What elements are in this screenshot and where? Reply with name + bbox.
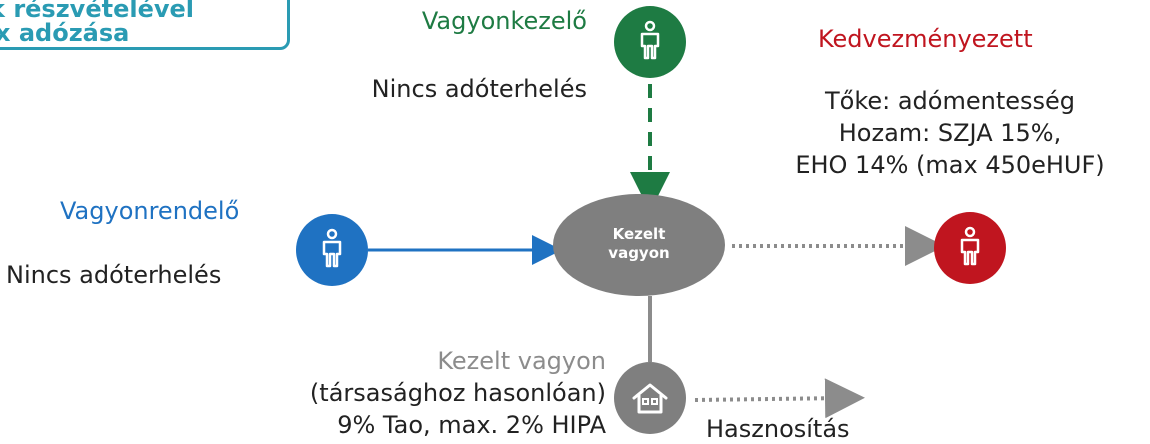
managed-assets-title: Kezelt vagyon <box>437 347 606 375</box>
settlor-title: Vagyonrendelő <box>60 197 240 225</box>
house-node <box>614 362 686 434</box>
house-to-utilization-arrow <box>694 378 865 419</box>
title-line-2: x adózása <box>0 19 130 47</box>
beneficiary-title: Kedvezményezett <box>818 25 1033 53</box>
manager-node <box>614 6 686 78</box>
title-line-1: k részvételével <box>0 0 195 23</box>
managed-assets-line-2: vagyon <box>608 244 670 262</box>
person-icon <box>640 20 660 60</box>
person-icon <box>960 226 980 266</box>
managed-assets-desc-2: 9% Tao, max. 2% HIPA <box>337 411 606 439</box>
beneficiary-node <box>934 212 1006 284</box>
settlor-node <box>296 214 368 286</box>
manager-title: Vagyonkezelő <box>421 7 587 35</box>
utilization-label: Hasznosítás <box>706 415 850 443</box>
beneficiary-line-1: Tőke: adómentesség <box>824 87 1076 115</box>
managed-assets-node: Kezelt vagyon <box>553 194 725 296</box>
settlor-tax: Nincs adóterhelés <box>6 261 222 289</box>
manager-tax: Nincs adóterhelés <box>371 75 587 103</box>
beneficiary-line-2: Hozam: SZJA 15%, <box>838 119 1062 147</box>
house-icon <box>632 383 668 414</box>
person-icon <box>322 228 342 268</box>
title-box: k részvételével x adózása <box>0 0 290 50</box>
managed-assets-line-1: Kezelt <box>612 225 666 243</box>
beneficiary-line-3: EHO 14% (max 450eHUF) <box>795 151 1105 179</box>
managed-assets-desc-1: (társasághoz hasonlóan) <box>309 379 606 407</box>
